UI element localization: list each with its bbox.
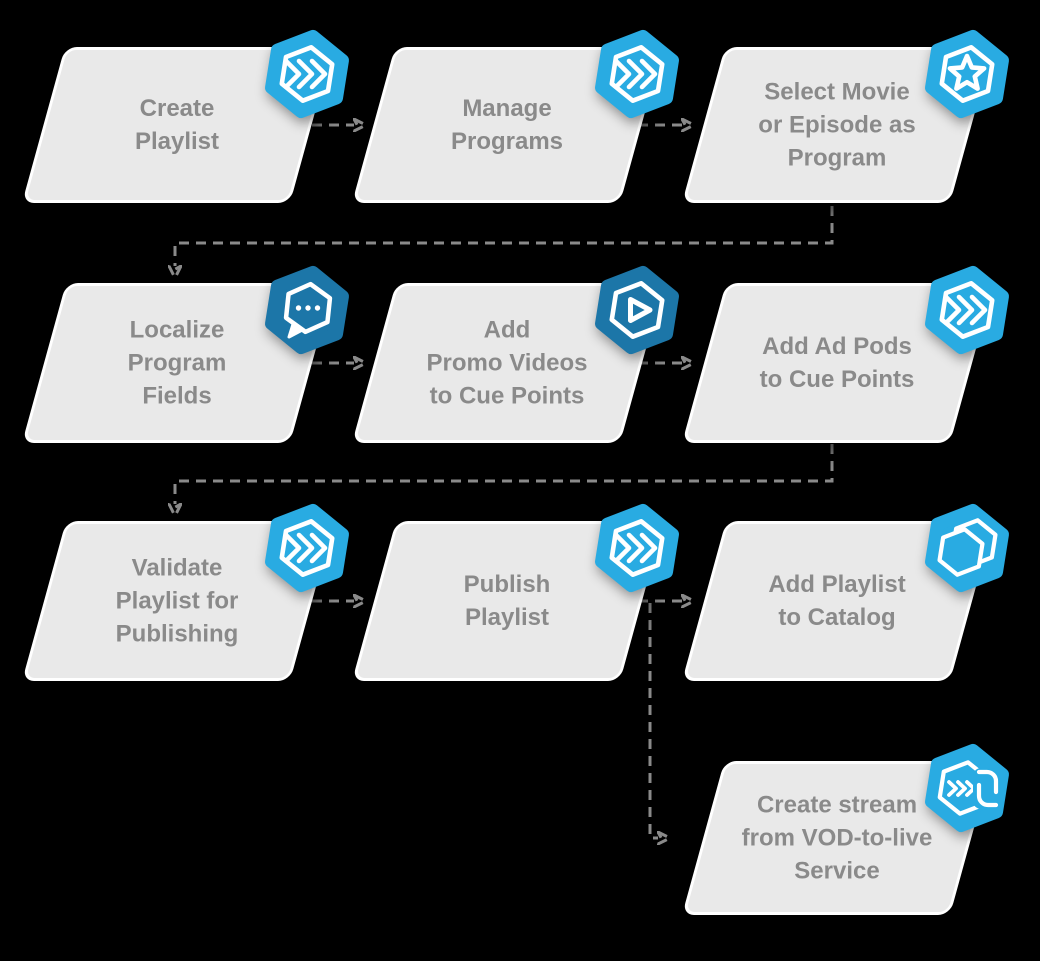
node-add-promo-videos: Add Promo Videos to Cue Points (352, 265, 679, 443)
chat-bubble-icon (260, 263, 354, 357)
triple-chevron-hexagon-icon (590, 27, 684, 121)
node-label: Select Movie or Episode as Program (758, 78, 916, 172)
vod-to-live-sync-hexagon-icon (920, 741, 1014, 835)
node-label: Publish Playlist (463, 571, 551, 631)
node-label: Add Promo Videos to Cue Points (426, 316, 588, 410)
node-label: Manage Programs (450, 95, 564, 155)
node-label: Validate Playlist for Publishing (115, 554, 239, 648)
triple-chevron-hexagon-icon (260, 501, 354, 595)
stacked-hexagons-catalog-icon (920, 501, 1014, 595)
node-publish-playlist: Publish Playlist (352, 503, 679, 681)
node-create-playlist: Create Playlist (22, 29, 349, 203)
node-label: Create Playlist (134, 95, 220, 155)
star-hexagon-icon (920, 27, 1014, 121)
play-hexagon-icon (590, 263, 684, 357)
node-create-stream-vod-to-live: Create stream from VOD-to-live Service (682, 743, 1009, 915)
node-label: Localize Program Fields (127, 316, 227, 410)
node-select-movie-or-episode: Select Movie or Episode as Program (682, 29, 1009, 203)
triple-chevron-hexagon-icon (590, 501, 684, 595)
node-add-ad-pods: Add Ad Pods to Cue Points (682, 265, 1009, 443)
connector-select-to-localize (175, 206, 834, 266)
node-validate-playlist: Validate Playlist for Publishing (22, 503, 349, 681)
connector-adpods-to-validate (175, 444, 834, 504)
node-add-playlist-to-catalog: Add Playlist to Catalog (682, 503, 1009, 681)
connector-publish-to-vod-service (650, 603, 658, 838)
triple-chevron-hexagon-icon (920, 263, 1014, 357)
node-manage-programs: Manage Programs (352, 29, 679, 203)
node-label: Add Playlist to Catalog (768, 571, 906, 631)
node-label: Create stream from VOD-to-live Service (741, 791, 933, 885)
node-label: Add Ad Pods to Cue Points (759, 333, 915, 393)
triple-chevron-hexagon-icon (260, 27, 354, 121)
node-localize-program-fields: Localize Program Fields (22, 265, 349, 443)
